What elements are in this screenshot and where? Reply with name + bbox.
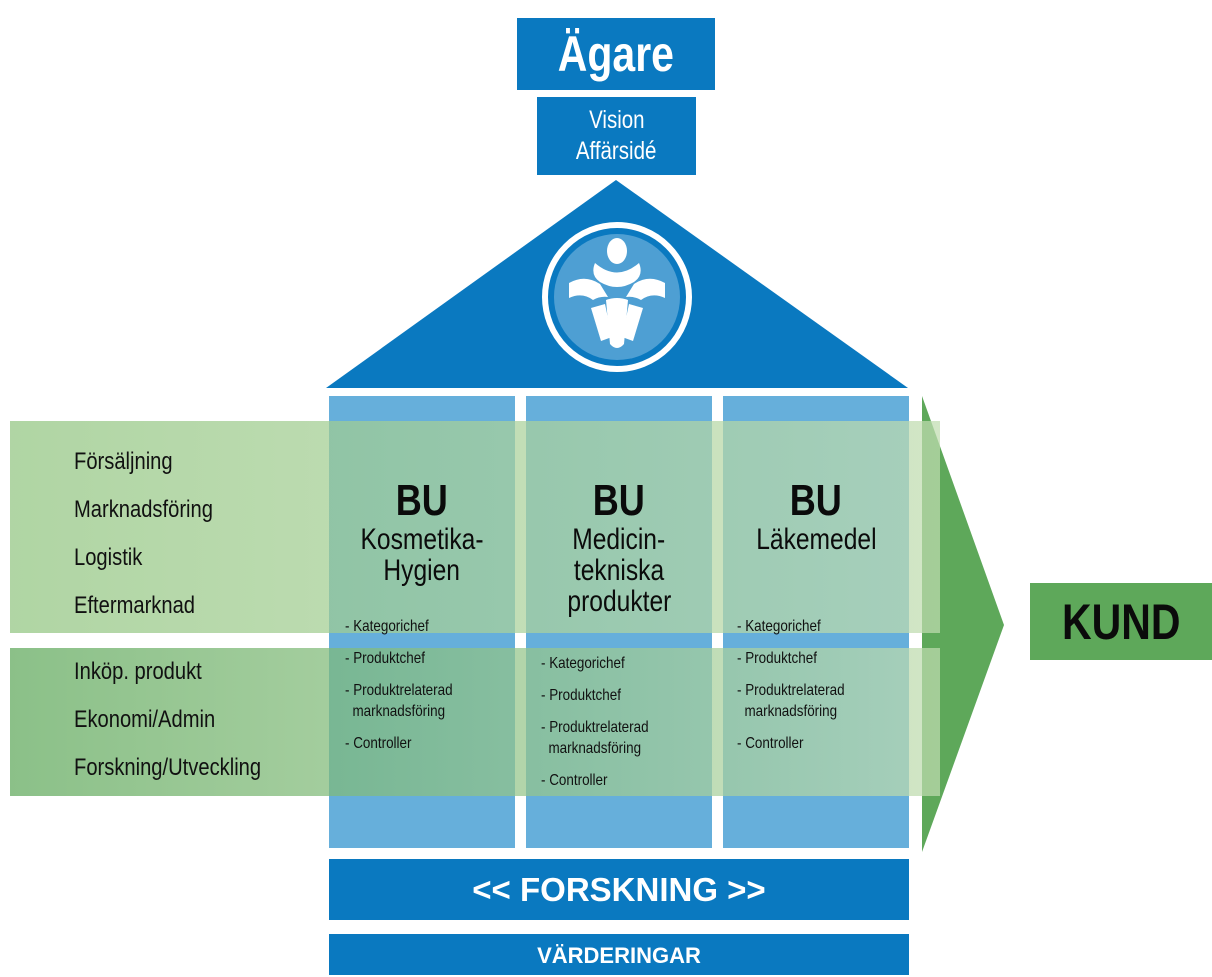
bu-name-line: tekniska — [573, 554, 665, 587]
owner-title: Ägare — [557, 26, 675, 82]
function-list-2: Inköp. produkt Ekonomi/Admin Forskning/U… — [74, 648, 297, 792]
role-item: - Produktrelaterad marknadsföring — [737, 682, 845, 720]
function-list-1: Försäljning Marknadsföring Logistik Efte… — [74, 438, 239, 630]
bu-name-line: Medicin- — [572, 523, 666, 556]
function-item: Eftermarknad — [74, 592, 196, 619]
values-bar: VÄRDERINGAR — [329, 934, 909, 975]
owner-box: Ägare — [517, 18, 715, 90]
vision-line-2: Affärsidé — [576, 137, 657, 165]
customer-box: KUND — [1030, 583, 1212, 660]
function-item: Försäljning — [74, 448, 173, 475]
function-band-support — [10, 648, 940, 796]
role-item: - Kategorichef — [541, 655, 625, 672]
function-item: Inköp. produkt — [74, 658, 202, 685]
bu-medtech-roles: - Kategorichef - Produktchef - Produktre… — [541, 653, 669, 802]
customer-label: KUND — [1061, 594, 1181, 650]
bu-cosmetics-header: BU Kosmetika- Hygien — [329, 476, 515, 587]
role-item: - Controller — [737, 735, 804, 752]
bu-name-line: Hygien — [383, 554, 461, 587]
function-item: Forskning/Utveckling — [74, 754, 262, 781]
vision-line-1: Vision — [588, 106, 645, 134]
bu-title: BU — [592, 476, 646, 525]
bu-name-line: Kosmetika- — [360, 523, 484, 556]
function-item: Logistik — [74, 544, 143, 571]
role-item: - Produktchef — [345, 650, 425, 667]
bu-name-line: produkter — [567, 585, 671, 618]
function-item: Marknadsföring — [74, 496, 213, 523]
arrow-to-customer-icon — [922, 396, 1004, 852]
role-item: - Kategorichef — [345, 618, 429, 635]
bu-cosmetics-roles: - Kategorichef - Produktchef - Produktre… — [345, 616, 473, 765]
values-label: VÄRDERINGAR — [537, 943, 701, 968]
bu-name-line: Läkemedel — [755, 523, 877, 556]
role-item: - Controller — [541, 772, 608, 789]
role-item: - Produktchef — [541, 687, 621, 704]
bu-title: BU — [789, 476, 843, 525]
role-item: - Produktrelaterad marknadsföring — [541, 719, 649, 757]
role-item: - Kategorichef — [737, 618, 821, 635]
bu-pharma-roles: - Kategorichef - Produktchef - Produktre… — [737, 616, 865, 765]
research-label: << FORSKNING >> — [472, 871, 766, 908]
role-item: - Produktchef — [737, 650, 817, 667]
research-bar: << FORSKNING >> — [329, 859, 909, 920]
roof — [326, 180, 908, 388]
function-item: Ekonomi/Admin — [74, 706, 216, 733]
role-item: - Produktrelaterad marknadsföring — [345, 682, 453, 720]
vision-box: Vision Affärsidé — [537, 97, 696, 175]
bu-title: BU — [395, 476, 449, 525]
function-band-sales — [10, 421, 940, 633]
bu-pharma-header: BU Läkemedel — [723, 476, 909, 556]
bu-medtech-header: BU Medicin- tekniska produkter — [526, 476, 712, 618]
company-emblem-icon — [542, 222, 692, 372]
role-item: - Controller — [345, 735, 412, 752]
